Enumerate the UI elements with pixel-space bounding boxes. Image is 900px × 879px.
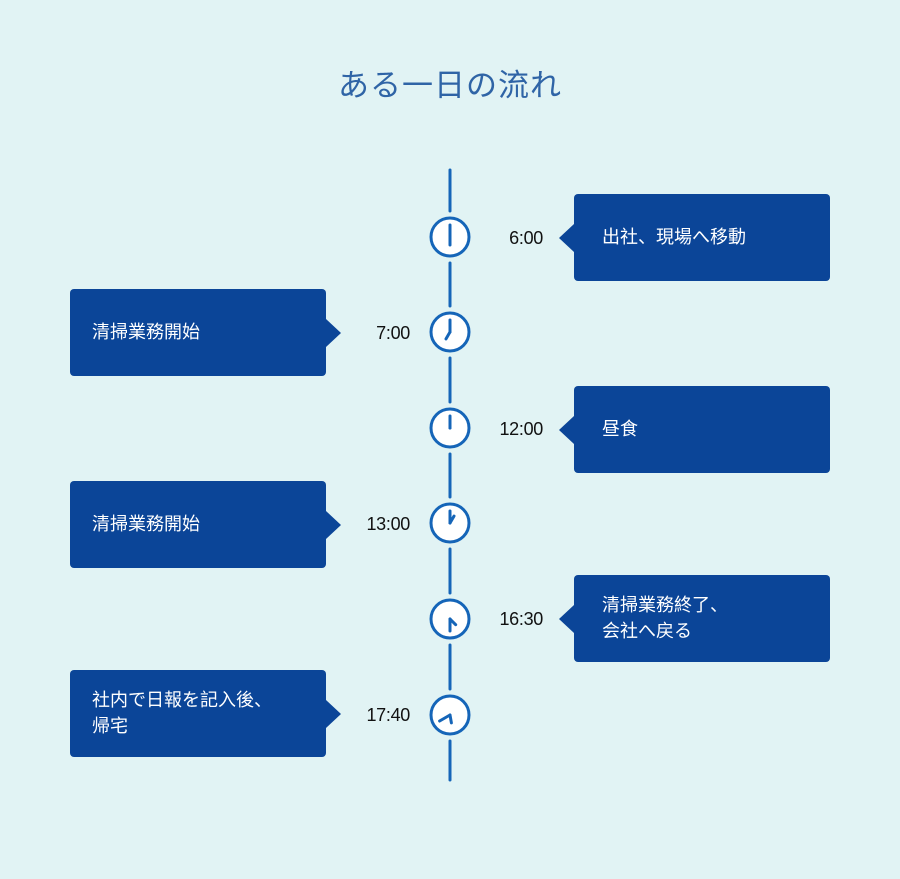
clock-hour-hand (444, 330, 452, 341)
event-card: 昼食 (559, 386, 830, 473)
clock-hour-hand (448, 617, 458, 627)
clock-icon (429, 694, 471, 736)
clock-icon (429, 598, 471, 640)
event-text: 社内で日報を記入後、 帰宅 (92, 689, 272, 737)
clock-icon (429, 311, 471, 353)
event-card: 清掃業務終了、 会社へ戻る (559, 575, 830, 662)
time-label: 17:40 (366, 705, 410, 725)
event-card: 清掃業務開始 (70, 481, 341, 568)
time-label: 12:00 (499, 419, 543, 439)
clock-icon (429, 407, 471, 449)
event-text: 清掃業務終了、 会社へ戻る (602, 594, 728, 642)
event-card: 出社、現場へ移動 (559, 194, 830, 281)
time-label: 7:00 (376, 323, 410, 343)
event-card: 清掃業務開始 (70, 289, 341, 376)
clock-hour-hand (448, 713, 453, 725)
clock-hour-hand (448, 514, 456, 525)
clock-icon (429, 502, 471, 544)
clock-minute-hand (438, 713, 452, 723)
page-title: ある一日の流れ (338, 68, 562, 104)
event-text: 清掃業務開始 (92, 513, 200, 535)
event-text: 昼食 (602, 418, 638, 440)
time-label: 6:00 (509, 228, 543, 248)
event-card: 社内で日報を記入後、 帰宅 (70, 670, 341, 757)
event-text: 出社、現場へ移動 (602, 226, 746, 248)
time-label: 16:30 (499, 609, 543, 629)
event-text: 清掃業務開始 (92, 321, 200, 343)
clock-icon (429, 216, 471, 258)
time-label: 13:00 (366, 514, 410, 534)
